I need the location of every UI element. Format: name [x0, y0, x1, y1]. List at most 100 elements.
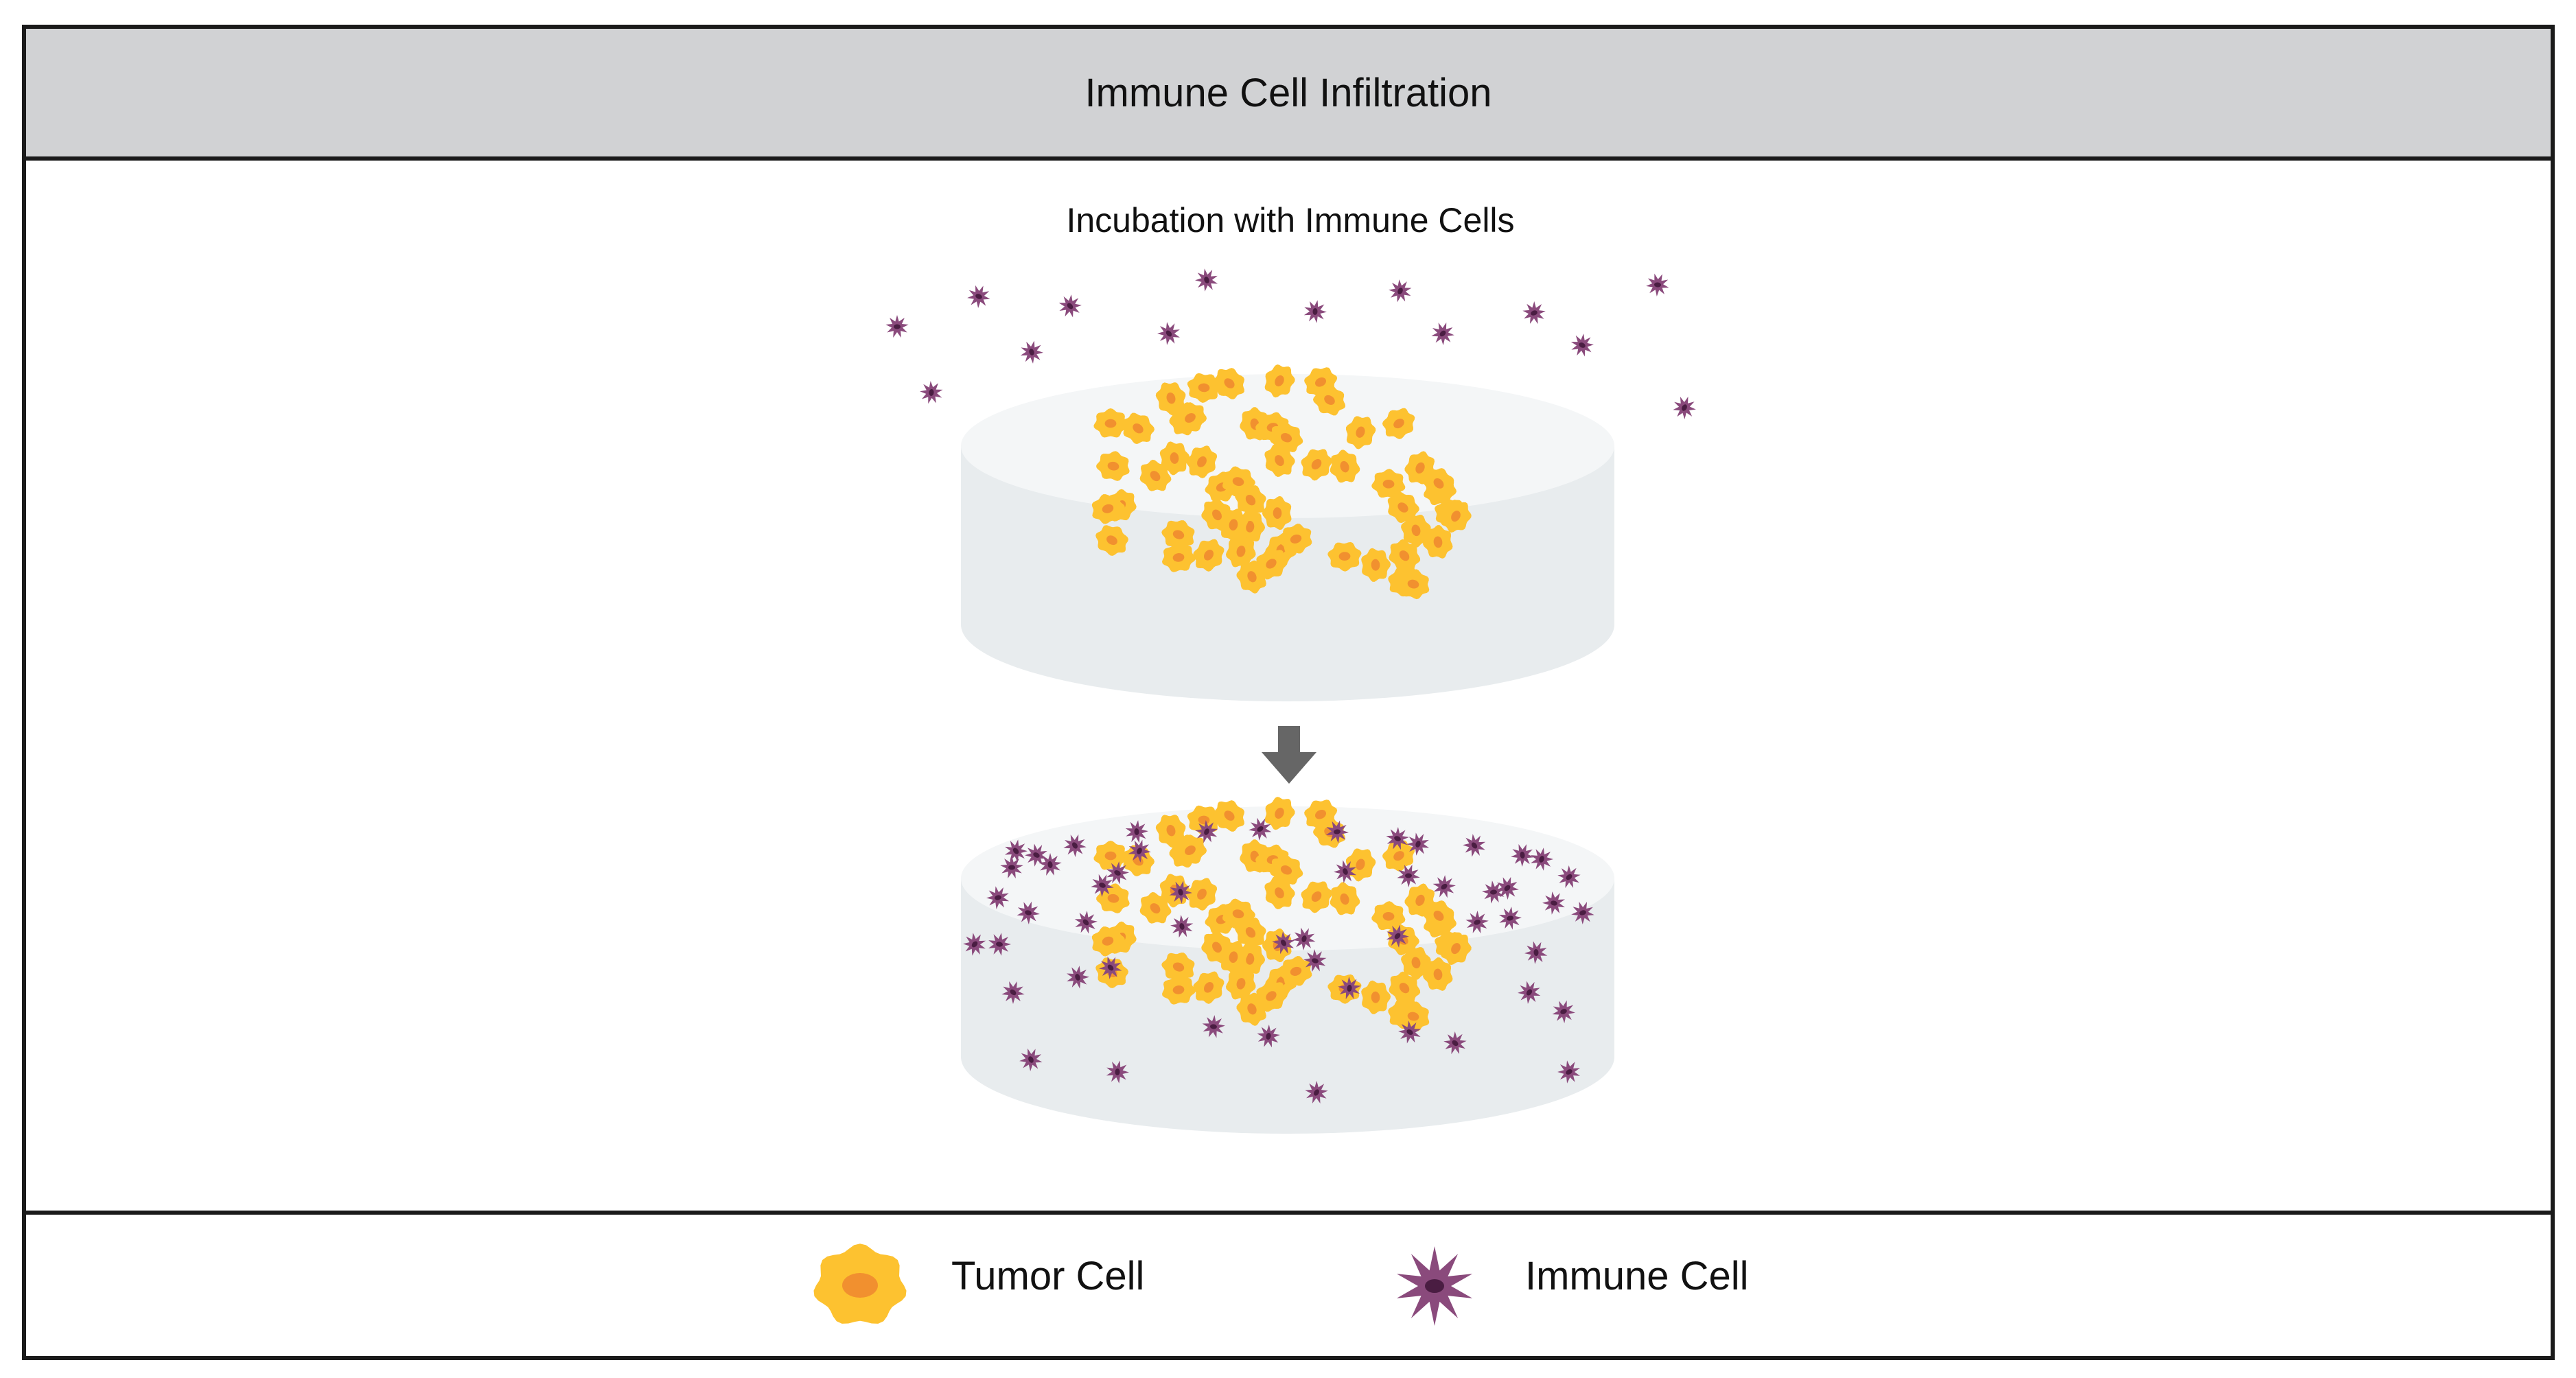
- step-label: Incubation with Immune Cells: [1066, 201, 1514, 240]
- immune-cell: [1571, 901, 1594, 925]
- tumor-cell: [1264, 876, 1295, 910]
- immune-cell: [1249, 817, 1272, 841]
- tumor-cell: [1301, 881, 1333, 913]
- tumor-cell: [1279, 524, 1312, 554]
- immune-cell: [1170, 915, 1194, 938]
- immune-cell: [1106, 1060, 1129, 1084]
- tumor-cell: [1262, 495, 1292, 530]
- tumor-cell: [1187, 805, 1221, 835]
- immune-cell: [1202, 1015, 1225, 1038]
- tumor-cell: [1161, 542, 1196, 572]
- tumor-cell: [1382, 408, 1415, 439]
- tumor-cell: [1423, 525, 1453, 559]
- tumor-cell: [1312, 384, 1346, 416]
- tumor-cell: [1422, 468, 1454, 500]
- tumor-cell: [1270, 422, 1303, 453]
- immune-cell: [1557, 865, 1581, 889]
- immune-cell: [1386, 827, 1409, 850]
- legend-label-immune: Immune Cell: [1525, 1254, 1749, 1298]
- immune-cell: [1518, 981, 1541, 1004]
- tumor-cell: [1161, 974, 1196, 1005]
- immune-cell: [967, 285, 990, 308]
- immune-cell: [1025, 843, 1048, 867]
- tumor-cell: [1225, 966, 1256, 1000]
- immune-cell: [1303, 949, 1327, 972]
- tumor-cell: [1213, 368, 1245, 399]
- tumor-cell: [1371, 901, 1406, 931]
- figure-title: Immune Cell Infiltration: [1084, 70, 1492, 115]
- immune-cell: [1673, 396, 1696, 419]
- tumor-cell: [1345, 416, 1376, 449]
- tumor-cell: [1301, 449, 1333, 481]
- down-arrow-icon: [1262, 726, 1316, 784]
- immune-cell: [1001, 981, 1025, 1004]
- immune-cell: [1157, 322, 1180, 345]
- tumor-cell: [1187, 373, 1221, 403]
- tumor-cell: [1193, 539, 1225, 572]
- tumor-cell: [1235, 917, 1266, 949]
- tumor-cell: [1225, 534, 1256, 568]
- tumor-cell: [1095, 525, 1128, 556]
- immune-cell: [1303, 300, 1327, 323]
- tumor-cell: [1330, 449, 1360, 483]
- dish-after: [961, 797, 1614, 1134]
- tumor-cell: [1235, 484, 1266, 517]
- immune-cell: [1125, 820, 1148, 843]
- immune-cell: [1463, 834, 1486, 857]
- immune-cell: [1542, 891, 1566, 915]
- immune-cell: [986, 886, 1010, 909]
- tumor-cell: [1096, 451, 1130, 481]
- tumor-cell: [1174, 402, 1207, 434]
- tumor-cell: [1422, 900, 1454, 933]
- tumor-cell: [1389, 539, 1421, 571]
- immune-cell: [1195, 820, 1218, 843]
- tumor-cell: [1361, 980, 1391, 1014]
- immune-cell: [1020, 340, 1043, 364]
- immune-cell: [1552, 1000, 1575, 1023]
- immune-cell: [1522, 301, 1546, 325]
- immune-cell: [1169, 880, 1192, 904]
- tumor-cell: [1270, 854, 1303, 885]
- immune-cell: [963, 933, 986, 956]
- immune-cell: [1325, 820, 1349, 843]
- down-arrow: [1262, 726, 1316, 784]
- immune-cell: [1063, 834, 1087, 857]
- tumor-cell: [1122, 412, 1155, 444]
- immune-cell: [1443, 1031, 1467, 1055]
- tumor-cell: [1264, 797, 1295, 830]
- immune-cell: [1524, 941, 1548, 964]
- immune-cell: [1432, 875, 1456, 898]
- immune-cell: [1058, 294, 1082, 318]
- immune-cell: [1338, 977, 1361, 1000]
- tumor-cell: [1371, 469, 1406, 499]
- tumor-cell: [1389, 971, 1421, 1003]
- tumor-cell: [1093, 408, 1128, 438]
- tumor-cell: [1159, 441, 1190, 476]
- immune-cell: [1074, 911, 1098, 934]
- tumor-cell: [1264, 444, 1295, 478]
- tumor-cell: [1255, 548, 1288, 580]
- tumor-cell: [1193, 971, 1225, 1004]
- tumor-cell: [1396, 1001, 1430, 1032]
- immune-cell: [1017, 901, 1040, 924]
- tumor-cell: [1361, 548, 1391, 582]
- immune-cell: [1386, 924, 1409, 948]
- immune-cell: [1257, 1025, 1280, 1048]
- immune-cell-icon: [1396, 1246, 1473, 1326]
- immune-cell: [1091, 874, 1114, 898]
- dish-before: [961, 364, 1614, 701]
- immune-cell: [1038, 853, 1062, 876]
- title-bar: Immune Cell Infiltration: [26, 29, 2551, 161]
- immune-cell: [1511, 843, 1534, 867]
- figure-frame: Immune Cell Infiltration Tumor Cell Immu…: [22, 25, 2555, 1360]
- immune-cell: [1066, 966, 1090, 989]
- tumor-cell: [1213, 800, 1245, 832]
- immune-cell: [1292, 927, 1316, 950]
- legend: Tumor Cell Immune Cell: [26, 1211, 2551, 1356]
- immune-cell: [1398, 1020, 1422, 1044]
- tumor-cell: [1382, 840, 1415, 872]
- tumor-cell: [1330, 882, 1360, 915]
- immune-cell: [920, 381, 943, 404]
- immune-cell: [1019, 1048, 1043, 1071]
